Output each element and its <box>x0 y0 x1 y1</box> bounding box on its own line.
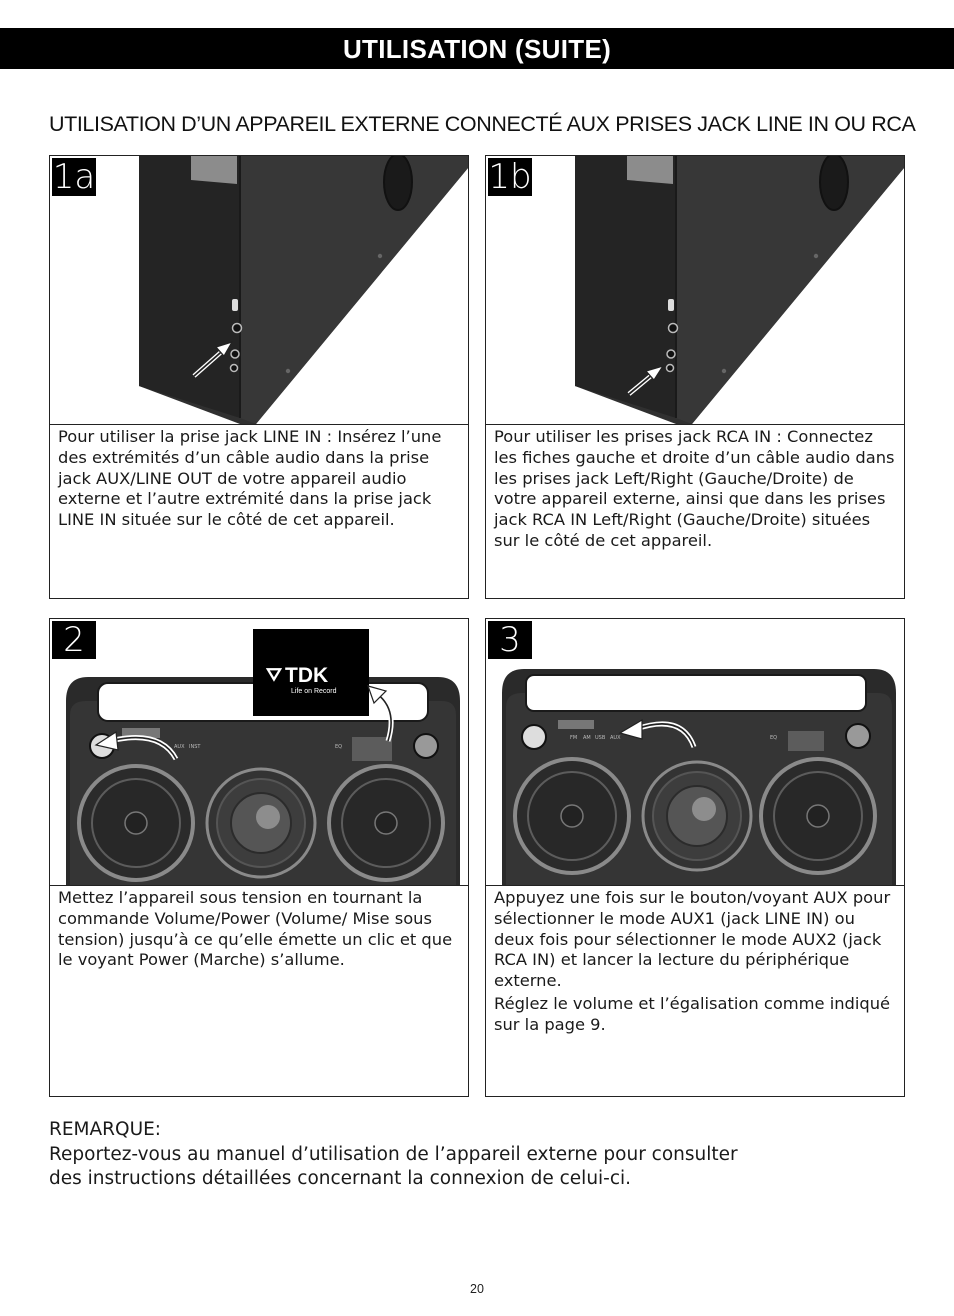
page-number: 20 <box>470 1282 484 1296</box>
note-line: Reportez-vous au manuel d’utilisation de… <box>49 1143 738 1165</box>
step-label: 1b <box>488 157 532 197</box>
step-illustration-1b: 1b <box>486 156 904 425</box>
aux-label: AUX <box>174 744 185 750</box>
step-paragraph: Pour utiliser les prises jack RCA IN : C… <box>494 427 895 550</box>
step-panel-2: 2 AUX INST EQ ⛛ TD <box>49 618 469 1097</box>
step-label: 3 <box>488 621 532 659</box>
step-illustration-3: 3 FM AM USB AUX EQ <box>486 619 904 886</box>
step-instructions-3: Appuyez une fois sur le bouton/voyant AU… <box>494 888 898 1038</box>
step-panel-1b: 1b Pour utiliser les prises jack RCA IN … <box>485 155 905 599</box>
step-instructions-1a: Pour utiliser la prise jack LINE IN : In… <box>58 427 462 533</box>
note-line: des instructions détaillées concernant l… <box>49 1168 632 1189</box>
step-instructions-2: Mettez l’appareil sous tension en tourna… <box>58 888 462 973</box>
tuning-knob-icon <box>845 723 871 749</box>
step-instructions-1b: Pour utiliser les prises jack RCA IN : C… <box>494 427 898 554</box>
eq-label: EQ <box>335 744 342 750</box>
step-panel-1a: 1a Pour utiliser la prise jack LINE IN :… <box>49 155 469 599</box>
speaker-front-illustration: FM AM USB AUX EQ <box>502 669 896 885</box>
step-paragraph: Appuyez une fois sur le bouton/voyant AU… <box>494 888 891 991</box>
tdk-brand: TDK <box>285 664 328 687</box>
volume-knob-icon <box>521 724 547 750</box>
step-paragraph: Réglez le volume et l’égalisation comme … <box>494 993 891 1034</box>
step-label: 2 <box>52 621 96 659</box>
step-paragraph: Pour utiliser la prise jack LINE IN : In… <box>58 427 442 530</box>
usb-label: USB <box>595 735 606 741</box>
step-illustration-2: 2 AUX INST EQ ⛛ TD <box>50 619 468 886</box>
inst-label: INST <box>189 744 201 750</box>
tdk-tagline: Life on Record <box>291 688 337 695</box>
eq-label: EQ <box>770 735 777 741</box>
note-title: REMARQUE: <box>49 1119 162 1140</box>
fm-label: FM <box>570 735 577 741</box>
step-label: 1a <box>52 157 96 197</box>
step-paragraph: Mettez l’appareil sous tension en tourna… <box>58 888 453 970</box>
aux-label: AUX <box>610 735 621 741</box>
tuning-knob-icon <box>413 733 439 759</box>
am-label: AM <box>583 735 591 741</box>
page-header: UTILISATION (SUITE) <box>0 28 954 69</box>
section-title: UTILISATION D’UN APPAREIL EXTERNE CONNEC… <box>49 112 916 136</box>
tdk-logo: ⛛ <box>265 665 283 686</box>
speaker-side-illustration <box>139 156 468 424</box>
speaker-side-illustration <box>575 156 904 424</box>
note-block: REMARQUE: Reportez-vous au manuel d’util… <box>49 1118 929 1192</box>
step-illustration-1a: 1a <box>50 156 468 425</box>
tdk-logo-box <box>253 629 369 716</box>
step-panel-3: 3 FM AM USB AUX EQ <box>485 618 905 1097</box>
speaker-front-illustration: AUX INST EQ ⛛ TDK Life on Record <box>66 629 460 885</box>
